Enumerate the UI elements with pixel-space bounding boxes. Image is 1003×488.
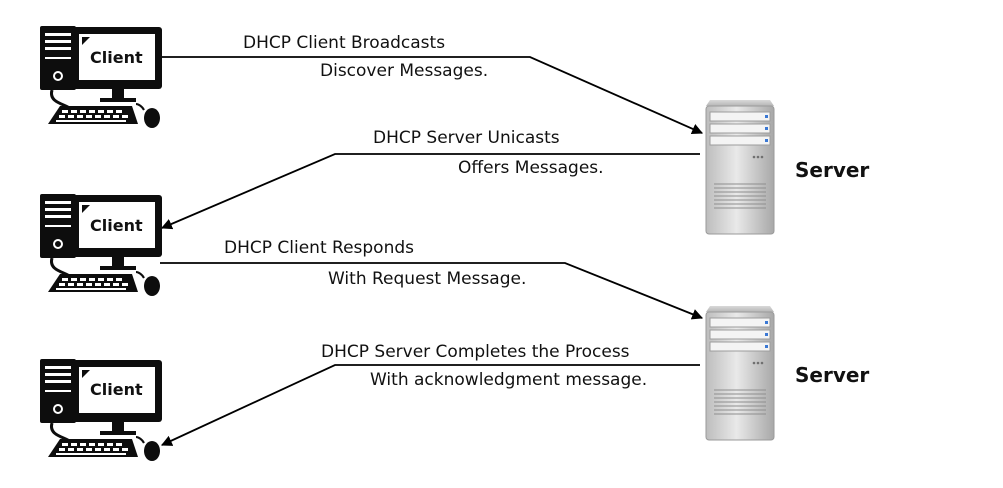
client-computer-3 [38, 357, 188, 462]
arrow-ack [161, 364, 700, 446]
message-2-line-2: Offers Messages. [458, 158, 604, 178]
server-label-1: Server [795, 158, 870, 182]
client-label-3: Client [90, 380, 143, 399]
message-1-line-1: DHCP Client Broadcasts [243, 33, 446, 53]
client-computer-2 [38, 192, 188, 297]
client-computer-1 [38, 24, 188, 129]
server-2 [700, 298, 780, 443]
client-label-1: Client [90, 48, 143, 67]
message-3-line-1: DHCP Client Responds [224, 238, 414, 258]
message-4-line-2: With acknowledgment message. [370, 370, 648, 390]
arrow-discover [160, 56, 704, 135]
arrow-request [160, 262, 704, 320]
client-label-2: Client [90, 216, 143, 235]
message-4-line-1: DHCP Server Completes the Process [321, 342, 630, 362]
message-3-line-2: With Request Message. [328, 269, 527, 289]
arrow-offer [160, 153, 700, 230]
server-1 [700, 92, 780, 237]
message-2-line-1: DHCP Server Unicasts [373, 128, 560, 148]
server-label-2: Server [795, 363, 870, 387]
message-1-line-2: Discover Messages. [320, 61, 489, 81]
